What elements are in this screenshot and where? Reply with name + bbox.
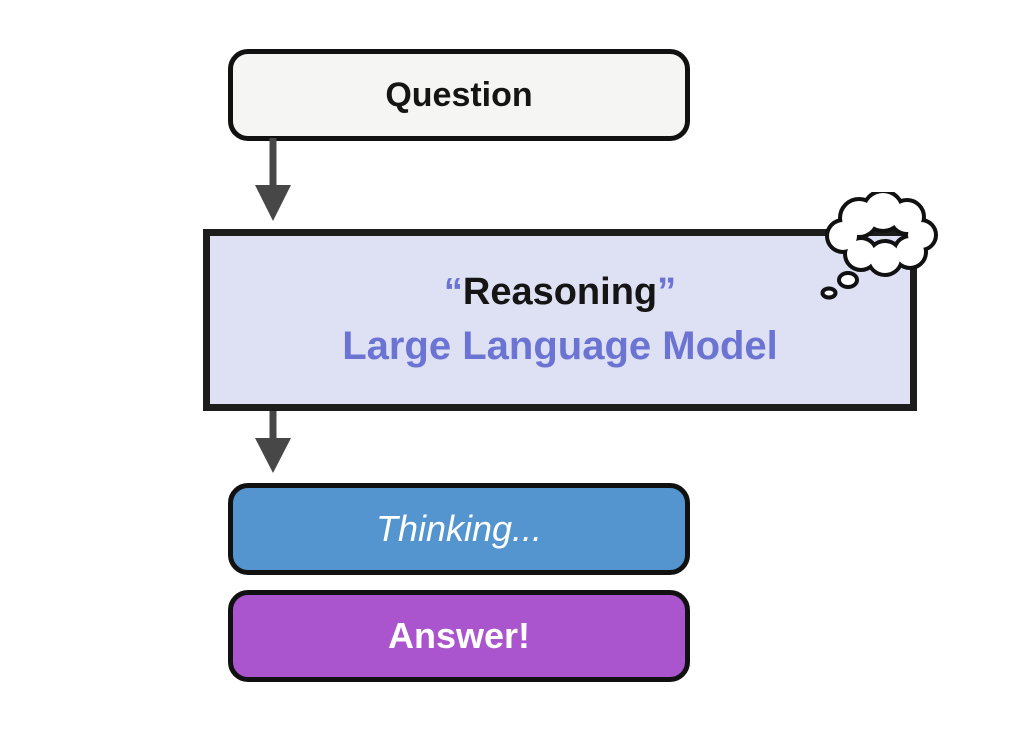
thinking-label: Thinking... xyxy=(375,508,543,549)
question-label: Question xyxy=(385,75,533,114)
arrow-down-icon xyxy=(255,138,291,221)
arrow-down-icon xyxy=(255,410,291,473)
open-quote: “ xyxy=(443,271,463,314)
close-quote: ” xyxy=(657,271,677,314)
llm-subtitle: Large Language Model xyxy=(342,323,778,368)
thought-bubble-icon xyxy=(820,192,938,300)
thinking-node: Thinking... xyxy=(228,483,690,575)
llm-title-text: Reasoning xyxy=(462,271,658,314)
llm-title: “Reasoning” xyxy=(444,270,676,316)
answer-node: Answer! xyxy=(228,590,690,682)
answer-label: Answer! xyxy=(387,615,531,656)
llm-node: “Reasoning” Large Language Model xyxy=(203,229,917,411)
question-node: Question xyxy=(228,49,690,141)
